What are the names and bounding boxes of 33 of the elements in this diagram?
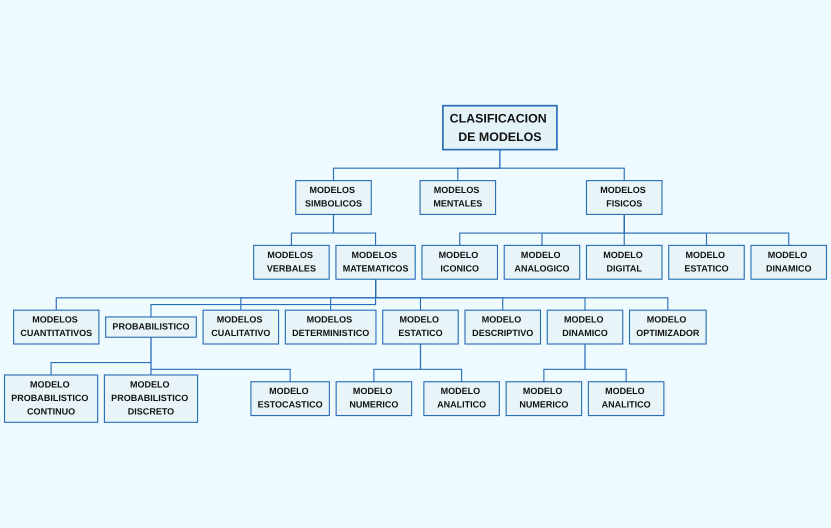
node-box: MODELO ANALOGICO (504, 244, 580, 280)
node-box: MODELO NUMERICO (506, 381, 582, 416)
node-box: MODELO NUMERICO (336, 381, 412, 416)
node-box: MODELO PROBABILISTICO CONTINUO (4, 374, 98, 423)
node-box: MODELO ESTATICO (668, 244, 745, 280)
node-box: MODELO ESTATICO (382, 310, 459, 345)
connector (584, 344, 627, 382)
node-box: MODELO ANALITICO (423, 381, 500, 416)
node-box: MODELO PROBABILISTICO DISCRETO (104, 374, 198, 423)
node-box: MODELOS VERBALES (253, 244, 330, 280)
node-box: MODELO OPTIMIZADOR (628, 310, 707, 345)
node-box: MODELOS DETERMINISTICO (284, 310, 377, 345)
node-box: MODELOS MENTALES (420, 180, 496, 215)
node-box: MODELO ANALITICO (588, 381, 664, 416)
connector (332, 214, 376, 246)
node-box: MODELO DINAMICO (546, 310, 624, 345)
connector (499, 150, 625, 181)
node-box: MODELOS CUANTITATIVOS (13, 310, 100, 345)
connector (624, 214, 790, 246)
node-box: MODELOS CUALITATIVO (202, 310, 280, 345)
connector (150, 337, 291, 382)
node-box: MODELOS SIMBOLICOS (295, 180, 372, 215)
node-box: MODELO DIGITAL (586, 244, 663, 280)
node-box: CLASIFICACION DE MODELOS (442, 104, 558, 150)
connector (420, 344, 462, 382)
node-box: MODELO ESTOCASTICO (250, 381, 330, 416)
node-box: MODELOS MATEMATICOS (335, 244, 416, 280)
node-box: MODELOS FISICOS (586, 180, 663, 215)
node-box: MODELO ICONICO (421, 244, 498, 280)
node-box: MODELO DESCRIPTIVO (464, 310, 542, 345)
node-box: PROBABILISTICO (105, 316, 197, 338)
node-box: MODELO DINAMICO (750, 244, 828, 280)
connector (375, 279, 668, 310)
